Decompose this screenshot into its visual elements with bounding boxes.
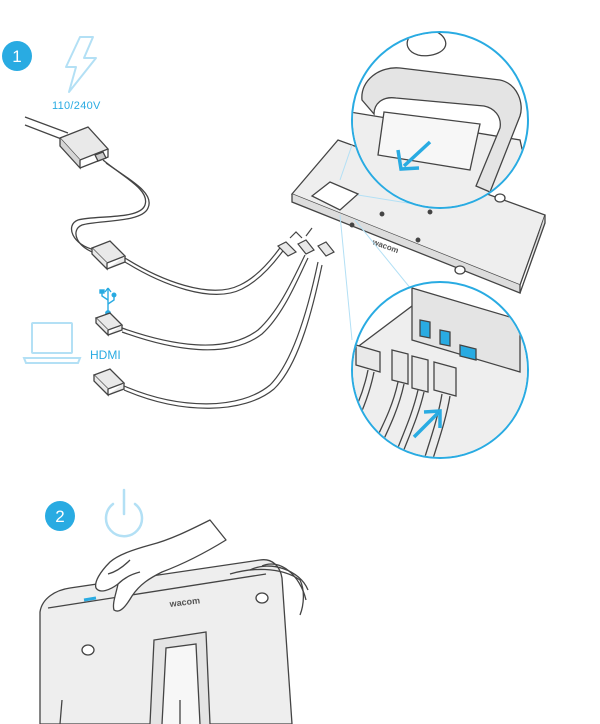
arrow-up-right-icon <box>412 409 442 439</box>
usb-plug <box>94 312 124 337</box>
lightning-bolt-icon <box>65 36 97 93</box>
hdmi-cable <box>123 261 319 405</box>
hdmi-label: HDMI <box>90 348 121 362</box>
hdmi-plug <box>92 368 126 397</box>
hand-pressing-button <box>94 519 227 612</box>
power-cable <box>124 244 283 291</box>
power-plug-connector <box>90 240 127 271</box>
power-adapter <box>24 116 150 255</box>
cable-tips <box>276 227 335 257</box>
step-2-number: 2 <box>55 507 64 526</box>
step-1-badge: 1 <box>2 41 32 71</box>
voltage-label: 110/240V <box>52 100 101 112</box>
step-2-badge: 2 <box>45 501 75 531</box>
step-1-number: 1 <box>12 47 21 66</box>
display-back-step2 <box>39 559 309 724</box>
arrow-down-left-icon <box>396 140 432 171</box>
usb-icon <box>99 287 117 316</box>
zoom-circle-bottom <box>351 281 529 459</box>
display-back-step1 <box>290 139 546 294</box>
laptop-icon <box>22 322 82 364</box>
usb-cable <box>121 254 306 346</box>
brand-logo-step2: wacom <box>168 595 200 609</box>
power-icon <box>104 488 144 538</box>
